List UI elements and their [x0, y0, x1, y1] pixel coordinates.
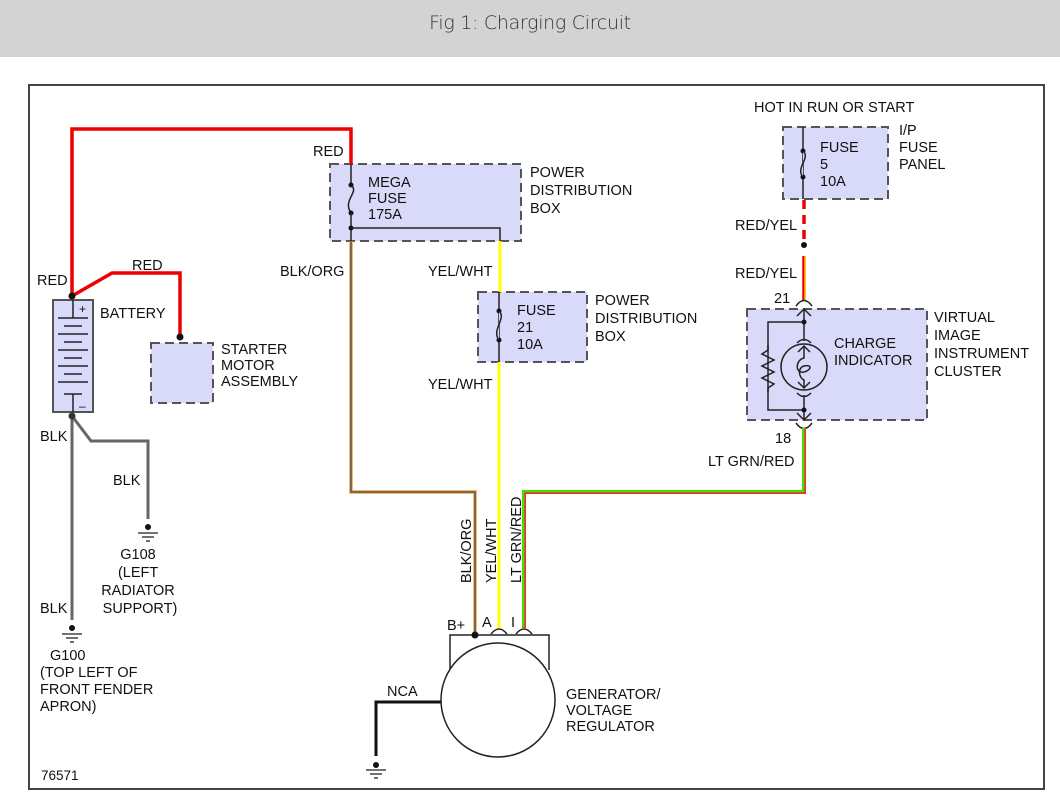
- diagram-frame: [28, 84, 1045, 790]
- starter-motor-box[interactable]: [150, 342, 214, 404]
- instrument-cluster-label: VIRTUAL IMAGE INSTRUMENT CLUSTER: [934, 310, 1033, 380]
- starter-label: STARTER MOTOR ASSEMBLY: [221, 342, 298, 390]
- terminal-i-label: I: [511, 615, 515, 631]
- fuse5-label: FUSE 5 10A: [820, 140, 863, 190]
- wire-label-red-yel-bottom: RED/YEL: [735, 266, 797, 282]
- fuse21-symbol: [496, 292, 502, 362]
- fuse21-label: FUSE 21 10A: [517, 303, 560, 353]
- wire-label-red-yel-top: RED/YEL: [735, 218, 797, 234]
- instrument-cluster-box[interactable]: [746, 308, 928, 421]
- charge-indicator-lamp-icon: [780, 343, 828, 391]
- fuse21-box[interactable]: [477, 291, 588, 363]
- battery-minus-sign: –: [79, 399, 86, 413]
- cluster-pin-21-label: 21: [774, 291, 790, 307]
- wire-blk-g108: [70, 415, 150, 519]
- figure-header: Fig 1: Charging Circuit: [0, 0, 1060, 57]
- battery-label: BATTERY: [100, 306, 166, 322]
- ground-icon-nca: [366, 700, 441, 779]
- g100-label: G100 (TOP LEFT OF FRONT FENDER APRON): [40, 648, 157, 715]
- wire-label-lt-grn-red: LT GRN/RED: [708, 454, 794, 470]
- battery-negative-splice: [68, 412, 76, 420]
- figure-title: Fig 1: Charging Circuit: [429, 12, 631, 34]
- wire-label-blk-org-vertical: BLK/ORG: [459, 519, 475, 583]
- wire-label-red-battery: RED: [37, 273, 68, 289]
- wire-label-red-starter: RED: [132, 258, 163, 274]
- generator-label: GENERATOR/ VOLTAGE REGULATOR: [566, 687, 665, 735]
- wire-blk-org: [349, 241, 477, 634]
- battery-plus-sign: +: [79, 302, 86, 316]
- hot-in-run-or-start-label: HOT IN RUN OR START: [754, 100, 914, 116]
- generator-voltage-regulator[interactable]: [440, 628, 556, 758]
- terminal-a-connector: [490, 628, 508, 635]
- wire-label-blk-g100: BLK: [40, 601, 68, 617]
- charge-indicator-circuit: [760, 307, 828, 422]
- wire-label-lt-grn-red-vertical: LT GRN/RED: [509, 497, 525, 583]
- ground-icon-g100: [62, 625, 82, 643]
- terminal-bplus-label: B+: [447, 618, 465, 634]
- wire-label-blk-battery: BLK: [40, 429, 68, 445]
- wire-label-yel-wht-top: YEL/WHT: [428, 264, 493, 280]
- mega-fuse-box[interactable]: [329, 163, 522, 242]
- wire-label-yel-wht-vertical: YEL/WHT: [484, 518, 500, 583]
- wire-label-blk-g108: BLK: [113, 473, 141, 489]
- red-yel-splice: [801, 242, 807, 248]
- mega-fuse-symbol: [347, 164, 501, 241]
- battery[interactable]: + –: [52, 299, 94, 413]
- wire-label-yel-wht-bottom: YEL/WHT: [428, 377, 493, 393]
- battery-positive-splice: [68, 292, 76, 300]
- starter-terminal: [176, 333, 184, 341]
- terminal-i-connector: [515, 628, 533, 635]
- terminal-bplus: [471, 631, 479, 639]
- wire-red-battery-to-mega-fuse: [70, 127, 353, 296]
- power-distribution-box-label-2: POWER DISTRIBUTION BOX: [595, 293, 701, 345]
- terminal-a-label: A: [482, 615, 492, 631]
- cluster-pin-18-label: 18: [775, 431, 791, 447]
- wire-red-battery-to-starter: [71, 271, 182, 337]
- ip-fuse-panel-label: I/P FUSE PANEL: [899, 123, 945, 173]
- cluster-pin-21-connector: [795, 299, 813, 307]
- nca-label: NCA: [387, 684, 418, 700]
- wire-label-blk-org-top: BLK/ORG: [280, 264, 344, 280]
- fuse5-symbol: [800, 127, 806, 199]
- power-distribution-box-label-1: POWER DISTRIBUTION BOX: [530, 165, 636, 217]
- figure-number: 76571: [41, 768, 79, 783]
- mega-fuse-label: MEGA FUSE 175A: [368, 175, 414, 223]
- g108-label: G108 (LEFT RADIATOR SUPPORT): [101, 547, 179, 617]
- ground-icon-g108: [138, 524, 158, 542]
- fuse5-box[interactable]: [782, 126, 889, 200]
- wire-label-red-mega: RED: [313, 144, 344, 160]
- charge-indicator-label: CHARGE INDICATOR: [834, 336, 912, 369]
